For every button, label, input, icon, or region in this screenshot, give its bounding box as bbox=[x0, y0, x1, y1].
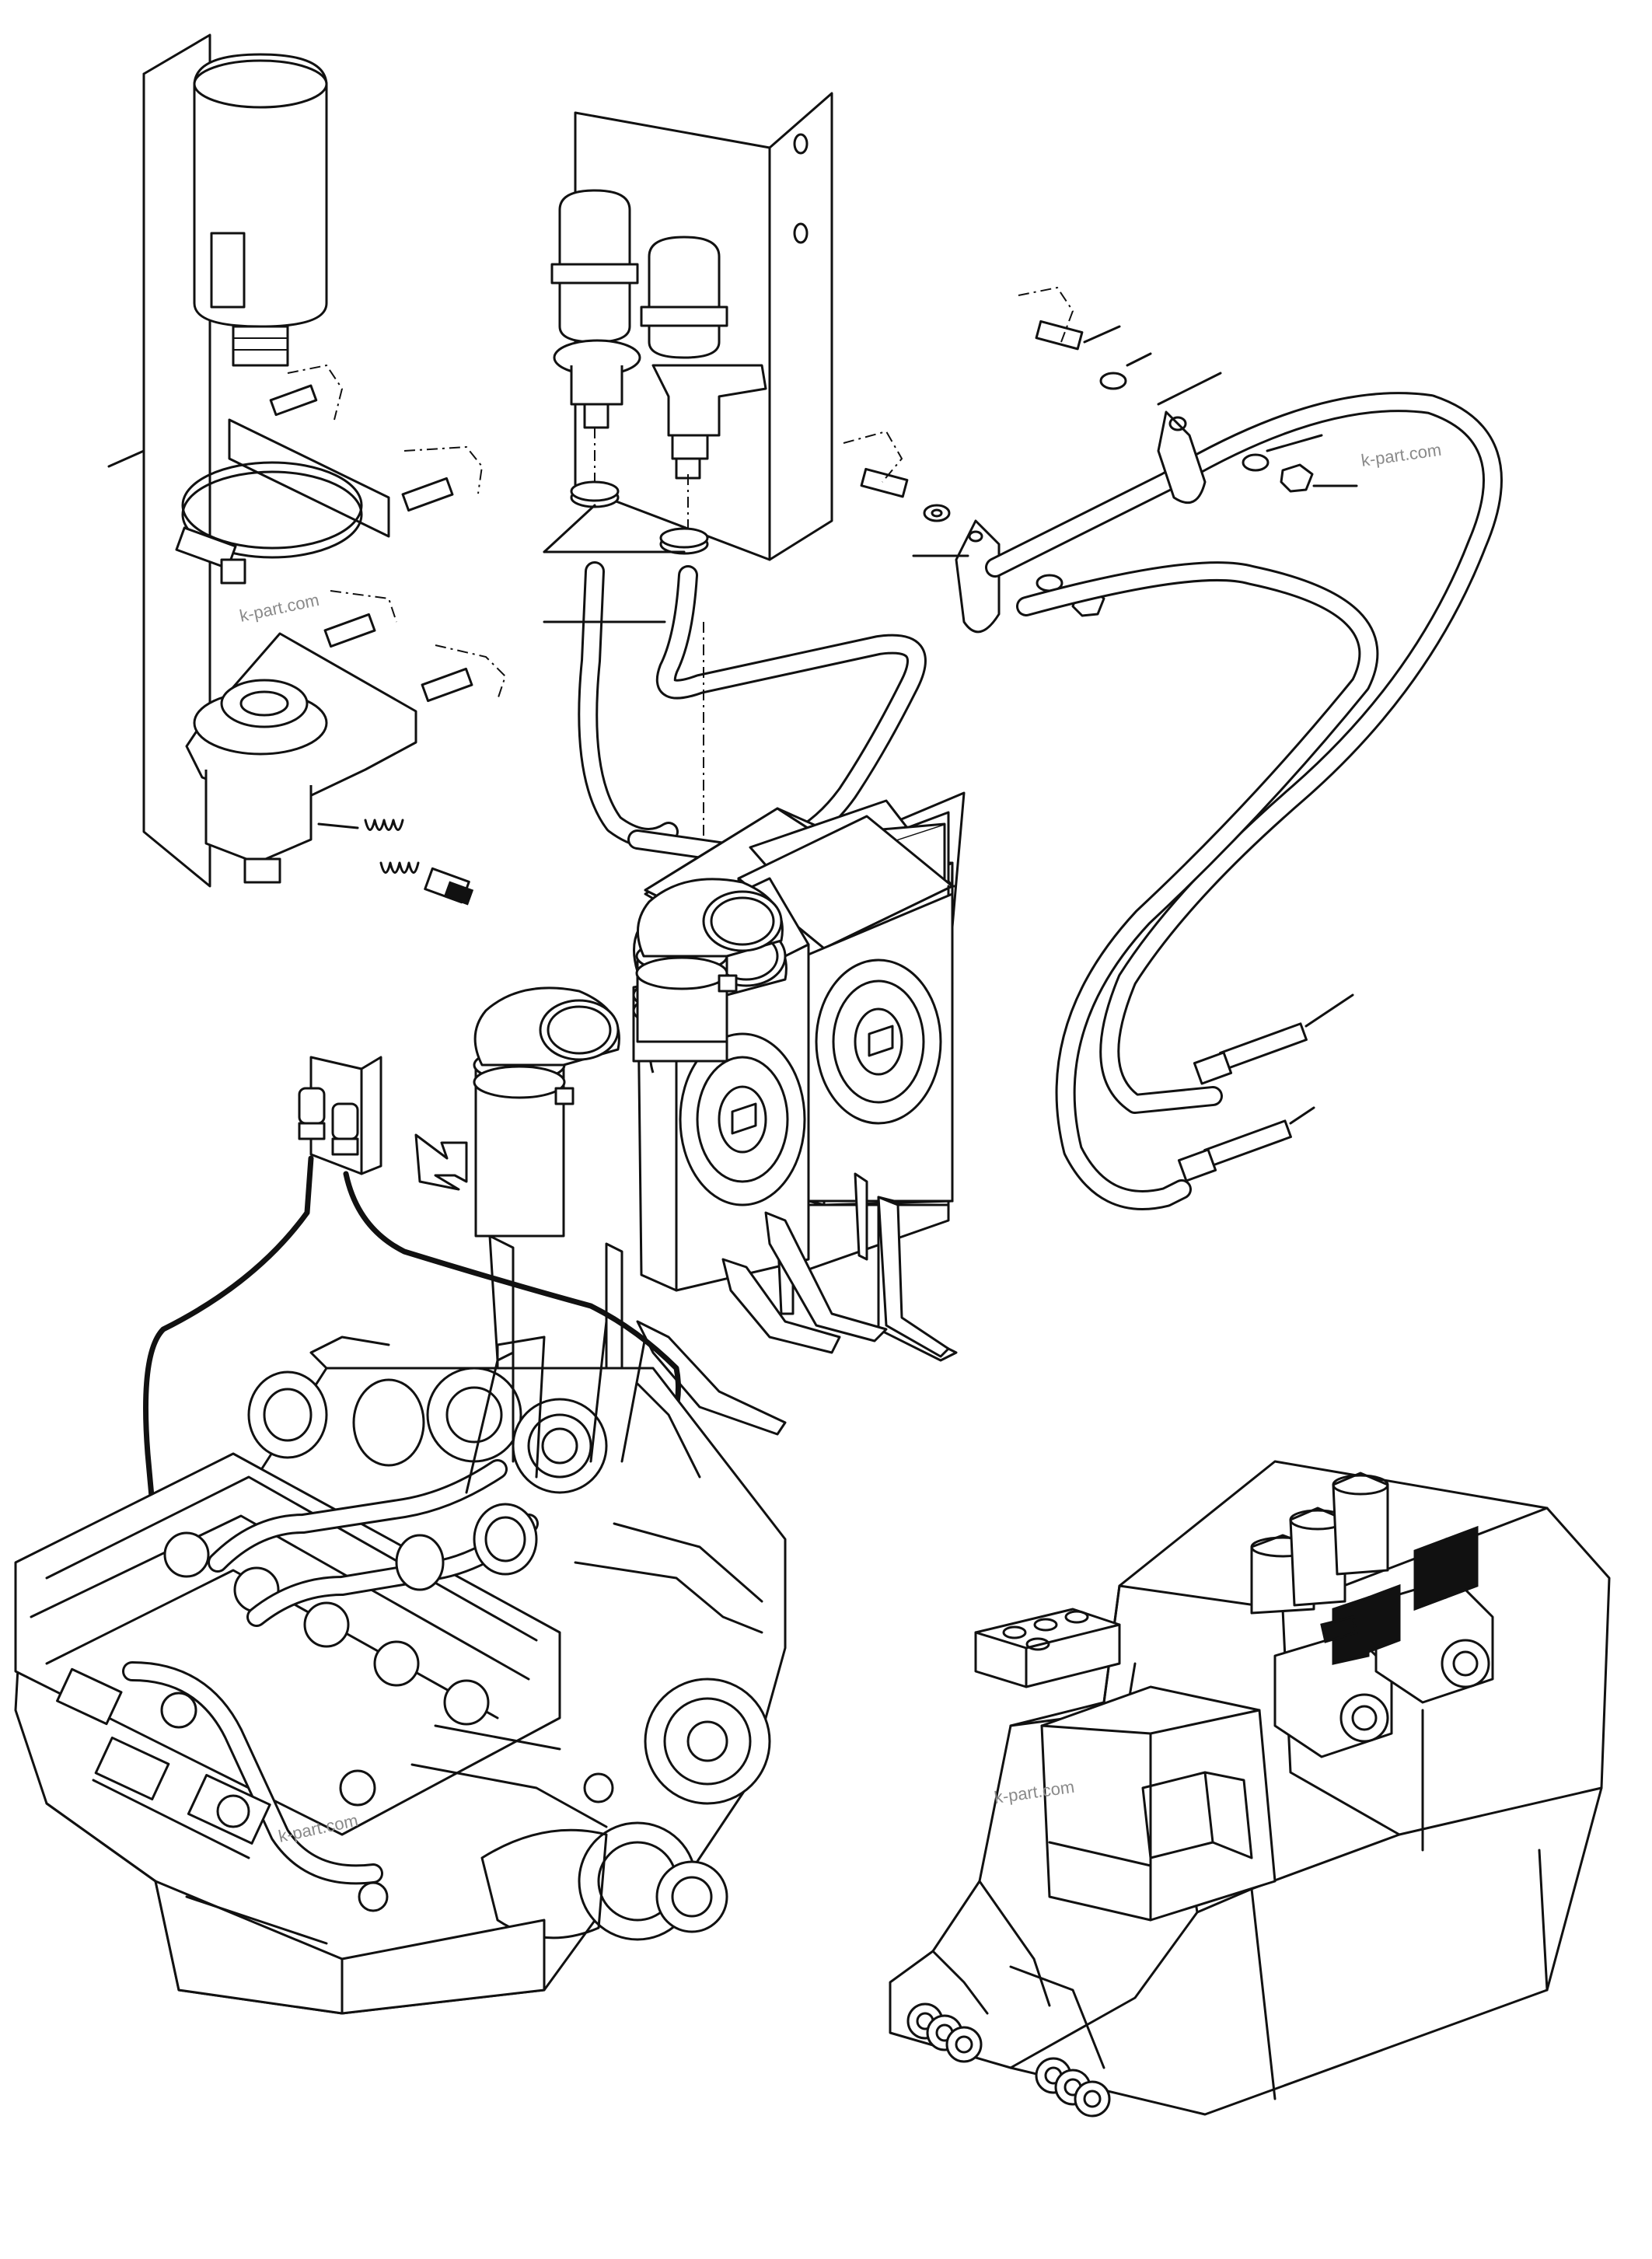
watermark: k-part.com bbox=[1360, 440, 1442, 470]
hose-clamp-bracket bbox=[175, 418, 390, 585]
sensor-fuel-lines bbox=[543, 561, 927, 865]
heater-element-spring bbox=[317, 819, 474, 906]
hose-clamp-upper bbox=[1018, 286, 1358, 505]
mounting-bolt bbox=[401, 445, 484, 512]
machine-location-view bbox=[889, 1460, 1611, 2118]
mounting-bolt bbox=[421, 644, 507, 703]
fuel-filter-canister bbox=[193, 53, 328, 367]
pressure-sensor-right bbox=[640, 236, 767, 480]
mounting-bolt bbox=[323, 590, 397, 648]
left-mounting-panel bbox=[107, 33, 211, 888]
fuel-heater-housing bbox=[185, 632, 417, 884]
intake-elbow-second bbox=[635, 878, 784, 1043]
intake-elbow-top-left bbox=[473, 986, 620, 1238]
assembly-direction-arrow bbox=[414, 1133, 468, 1191]
mounting-bolt bbox=[269, 364, 344, 421]
pressure-sensor-left bbox=[550, 189, 641, 429]
fuel-hose-assembly bbox=[985, 392, 1503, 1210]
sensor-sealing-washers bbox=[543, 428, 709, 555]
hose-end-fittings bbox=[1177, 993, 1354, 1182]
sensor-bracket-small bbox=[298, 1056, 382, 1175]
leader-lines bbox=[465, 1312, 647, 1494]
diesel-engine-assembly bbox=[14, 1335, 787, 2015]
watermark: k-part.com bbox=[238, 590, 321, 626]
